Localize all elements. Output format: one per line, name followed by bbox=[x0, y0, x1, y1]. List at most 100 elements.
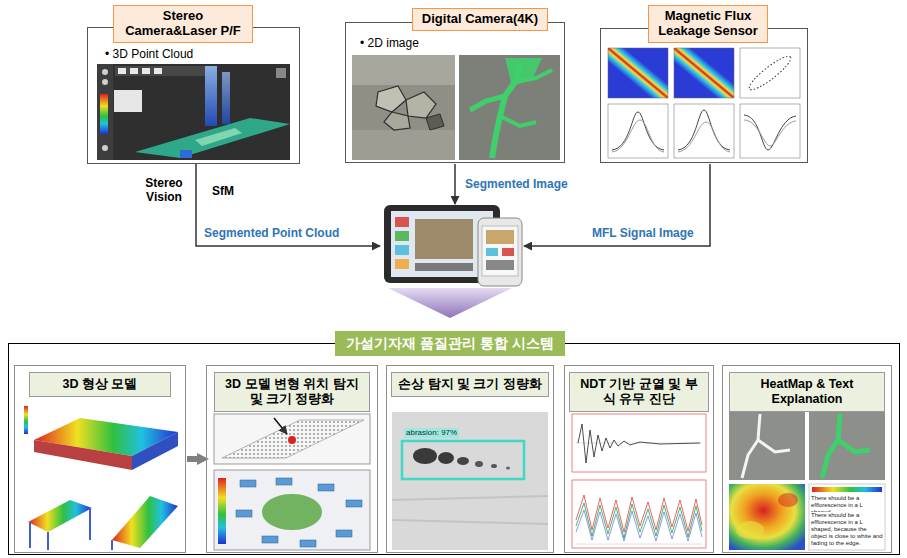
ndt-signals bbox=[572, 414, 706, 548]
view-button bbox=[180, 150, 192, 158]
tool-icon bbox=[154, 68, 162, 74]
beam-side bbox=[34, 440, 132, 470]
tool-icon bbox=[130, 68, 138, 74]
color-bar bbox=[100, 94, 108, 134]
abrasion-mark bbox=[475, 461, 483, 467]
device-illustration bbox=[384, 205, 522, 286]
abrasion-mark bbox=[413, 448, 437, 464]
deformation-view bbox=[214, 414, 370, 550]
heat-blob bbox=[736, 521, 764, 539]
efflorescence-mark bbox=[758, 440, 790, 452]
damage-photo bbox=[392, 412, 548, 550]
sensor-panel: Digital Camera(4K)• 2D image bbox=[345, 22, 565, 163]
broken-piece bbox=[384, 112, 410, 130]
color-bar bbox=[812, 487, 882, 492]
signal-curve bbox=[578, 424, 700, 463]
tool-icon bbox=[102, 69, 108, 75]
signal-plot bbox=[608, 104, 668, 158]
mfl-plots bbox=[608, 48, 800, 158]
tag-box bbox=[236, 510, 252, 517]
pointer-arrow bbox=[274, 418, 287, 434]
deformation-spot bbox=[288, 436, 296, 444]
point-strip bbox=[222, 420, 364, 458]
tag-box bbox=[262, 536, 278, 543]
point-plane bbox=[135, 118, 290, 158]
detection-tag: abrasion: 97% bbox=[404, 428, 459, 438]
tag-box bbox=[336, 530, 352, 537]
broken-piece bbox=[376, 86, 406, 112]
signal-scatter bbox=[740, 48, 800, 98]
flow-line bbox=[454, 164, 456, 204]
app-tile bbox=[395, 231, 409, 241]
point-cluster bbox=[262, 494, 322, 530]
phone-body bbox=[478, 218, 522, 286]
frame-leg bbox=[89, 508, 91, 540]
app-tile bbox=[395, 245, 409, 255]
point-column bbox=[222, 72, 230, 124]
tool-icon bbox=[118, 68, 126, 74]
sensor-panel: Magnetic Flux Leakage Sensor bbox=[600, 28, 808, 163]
abrasion-mark bbox=[506, 467, 510, 470]
texture-line bbox=[392, 520, 548, 524]
panel-heading: Magnetic Flux Leakage Sensor bbox=[648, 5, 768, 43]
segment-mask bbox=[500, 116, 536, 126]
box-heading: HeatMap & Text Explanation bbox=[729, 372, 885, 412]
broken-piece bbox=[426, 114, 444, 130]
signal-heatmap bbox=[674, 48, 734, 98]
tag-box bbox=[300, 540, 316, 547]
heatmap-explanation bbox=[729, 412, 885, 550]
frame-leg bbox=[29, 523, 31, 548]
point-plane bbox=[195, 128, 242, 146]
tag-box bbox=[318, 484, 334, 491]
flow-label: Segmented Point Cloud bbox=[202, 226, 341, 240]
tag-box bbox=[240, 480, 256, 487]
box-heading: 손상 탐지 및 크기 정량화 bbox=[391, 372, 549, 397]
color-bar bbox=[218, 478, 226, 544]
plot-frame bbox=[572, 414, 706, 472]
signal-curve bbox=[744, 115, 796, 150]
signal-curve bbox=[576, 503, 702, 538]
photo-ground bbox=[392, 412, 548, 550]
phone-screen bbox=[482, 226, 518, 276]
tag-box bbox=[346, 500, 362, 507]
bullet-text: • 2D image bbox=[358, 35, 421, 51]
photo-band bbox=[352, 130, 455, 160]
app-tile bbox=[502, 248, 514, 256]
signal-curve bbox=[612, 112, 664, 150]
plot-frame bbox=[572, 480, 706, 548]
heat-blob bbox=[778, 493, 798, 507]
scatter-ring bbox=[746, 52, 794, 93]
screen-ground bbox=[97, 64, 290, 160]
tag-box bbox=[276, 478, 292, 485]
photo-ground bbox=[729, 412, 805, 480]
app-tile bbox=[395, 259, 409, 269]
function-box: 3D 형상 모델 bbox=[14, 365, 186, 553]
segment-mask bbox=[838, 440, 870, 452]
menu-popup bbox=[114, 90, 142, 112]
app-tile bbox=[395, 217, 409, 227]
sensor-panel: Stereo Camera&Laser P/F• 3D Point Cloud bbox=[87, 27, 300, 164]
signal-curve bbox=[576, 495, 702, 532]
signal-curve bbox=[678, 110, 730, 150]
function-box: 3D 모델 변형 위치 탐지 및 크기 정량화 bbox=[206, 365, 378, 553]
screen-frame bbox=[214, 470, 370, 550]
texture-line bbox=[392, 496, 548, 500]
broken-piece bbox=[406, 92, 436, 118]
panel-heading: Digital Camera(4K) bbox=[412, 8, 548, 31]
flow-line bbox=[196, 164, 380, 246]
beam-end bbox=[132, 432, 178, 470]
big-down-arrow bbox=[388, 288, 512, 318]
segment-mask bbox=[470, 96, 505, 110]
app-bar bbox=[486, 260, 514, 270]
signal-curve bbox=[612, 120, 664, 152]
beam-model bbox=[24, 406, 178, 550]
flow-label: Segmented Image bbox=[463, 177, 570, 191]
photo-ground bbox=[459, 55, 560, 160]
point-column bbox=[205, 66, 217, 126]
box-heading: NDT 기반 균열 및 부식 유무 진단 bbox=[569, 372, 709, 412]
explanation-text: There should be a efflorescence in a L s… bbox=[811, 512, 883, 546]
flow-arrow bbox=[187, 456, 197, 462]
app-image bbox=[415, 219, 473, 259]
